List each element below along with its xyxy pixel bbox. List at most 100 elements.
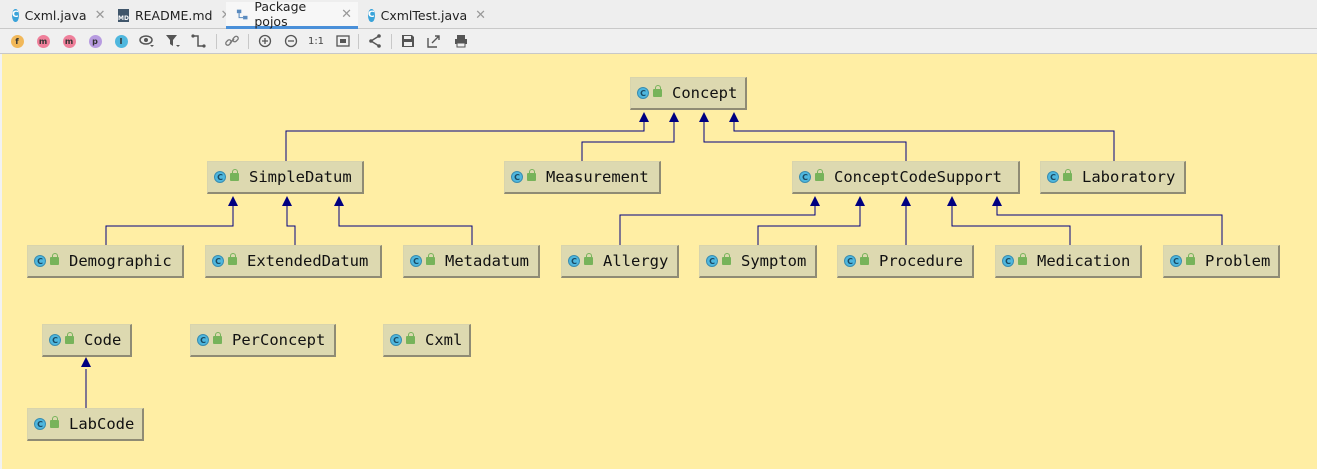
tab-label: README.md [134, 7, 213, 23]
toolbar-separator [358, 34, 359, 49]
public-visibility-icon [584, 253, 593, 265]
class-name: Cxml [425, 331, 463, 349]
class-node-measurement[interactable]: C Measurement [504, 161, 661, 194]
class-node-extendeddatum[interactable]: C ExtendedDatum [205, 245, 382, 278]
class-node-cxml[interactable]: C Cxml [383, 324, 471, 357]
export-button[interactable] [426, 33, 442, 49]
class-node-code[interactable]: C Code [42, 324, 132, 357]
class-name: Symptom [741, 252, 807, 270]
class-name: Medication [1037, 252, 1131, 270]
link-icon [225, 35, 239, 46]
public-visibility-icon [230, 169, 239, 181]
class-icon: C [214, 171, 226, 183]
inheritance-edges [81, 112, 1223, 408]
class-node-metadatum[interactable]: C Metadatum [403, 245, 540, 278]
class-icon: C [34, 418, 46, 430]
fit-content-icon [336, 35, 350, 47]
class-icon: C [212, 255, 224, 267]
class-node-labcode[interactable]: C LabCode [27, 408, 144, 441]
class-icon: C [568, 255, 580, 267]
class-name: Measurement [546, 168, 649, 186]
public-visibility-icon [653, 85, 662, 97]
class-node-perconcept[interactable]: C PerConcept [190, 324, 336, 357]
show-constructors-button[interactable]: m [35, 33, 51, 49]
class-name: ExtendedDatum [247, 252, 369, 270]
route-icon [191, 34, 206, 48]
class-name: Procedure [879, 252, 963, 270]
field-icon: f [10, 34, 24, 48]
zoom-out-icon [284, 34, 298, 48]
class-name: LabCode [69, 415, 135, 433]
layout-button[interactable] [367, 33, 383, 49]
diagram-icon [236, 9, 248, 19]
edge-routing-button[interactable] [191, 33, 207, 49]
class-name: Metadatum [445, 252, 529, 270]
public-visibility-icon [50, 253, 59, 265]
class-name: PerConcept [232, 331, 326, 349]
class-name: Laboratory [1082, 168, 1176, 186]
fit-content-button[interactable] [335, 33, 351, 49]
class-icon: C [368, 8, 375, 22]
public-visibility-icon [815, 169, 824, 181]
class-node-demographic[interactable]: C Demographic [27, 245, 184, 278]
close-icon[interactable]: ✕ [94, 7, 106, 23]
zoom-in-button[interactable] [257, 33, 273, 49]
class-icon: C [844, 255, 856, 267]
print-button[interactable] [453, 33, 469, 49]
tab-package-pojos[interactable]: Package pojos ✕ [226, 0, 358, 29]
class-name: Code [84, 331, 122, 349]
class-node-medication[interactable]: C Medication [995, 245, 1142, 278]
class-node-procedure[interactable]: C Procedure [837, 245, 974, 278]
tab-cxml-java[interactable]: C Cxml.java ✕ [2, 2, 108, 28]
class-icon: C [34, 255, 46, 267]
close-icon[interactable]: ✕ [220, 8, 231, 23]
show-inner-classes-button[interactable]: I [113, 33, 129, 49]
tab-cxmltest-java[interactable]: C CxmlTest.java ✕ [358, 2, 487, 28]
class-node-symptom[interactable]: C Symptom [699, 245, 817, 278]
diagram-canvas[interactable]: C Concept C SimpleDatum C Measurement C … [2, 54, 1317, 469]
class-icon: C [1047, 171, 1059, 183]
method-icon: m [62, 34, 76, 48]
close-icon[interactable]: ✕ [341, 6, 352, 22]
class-icon: C [49, 334, 61, 346]
visibility-button[interactable] [139, 33, 155, 49]
save-button[interactable] [400, 33, 416, 49]
public-visibility-icon [1063, 169, 1072, 181]
class-node-laboratory[interactable]: C Laboratory [1040, 161, 1186, 194]
class-name: SimpleDatum [249, 168, 352, 186]
class-node-concept[interactable]: C Concept [630, 77, 747, 110]
filter-icon [166, 35, 180, 47]
public-visibility-icon [213, 332, 222, 344]
public-visibility-icon [1186, 253, 1195, 265]
zoom-out-button[interactable] [283, 33, 299, 49]
public-visibility-icon [50, 416, 59, 428]
class-node-allergy[interactable]: C Allergy [561, 245, 679, 278]
tab-label: Package pojos [254, 0, 307, 29]
class-node-conceptcodesupport[interactable]: C ConceptCodeSupport [792, 161, 1020, 194]
link-button[interactable] [224, 33, 240, 49]
class-icon: C [1002, 255, 1014, 267]
class-icon: C [1170, 255, 1182, 267]
filter-button[interactable] [165, 33, 181, 49]
class-node-problem[interactable]: C Problem [1163, 245, 1280, 278]
show-fields-button[interactable]: f [9, 33, 25, 49]
tab-label: CxmlTest.java [380, 7, 468, 23]
class-name: Allergy [603, 252, 669, 270]
markdown-icon: MD [118, 8, 129, 22]
property-icon: p [88, 34, 102, 48]
tab-readme-md[interactable]: MD README.md ✕ [108, 2, 231, 28]
public-visibility-icon [228, 253, 237, 265]
constructor-icon: m [36, 34, 50, 48]
class-name: Demographic [69, 252, 172, 270]
show-methods-button[interactable]: m [61, 33, 77, 49]
actual-size-button[interactable]: 1:1 [308, 33, 324, 49]
close-icon[interactable]: ✕ [475, 7, 487, 23]
class-icon: C [410, 255, 422, 267]
class-node-simpledatum[interactable]: C SimpleDatum [207, 161, 364, 194]
class-name: ConceptCodeSupport [834, 168, 1002, 186]
zoom-in-icon [258, 34, 272, 48]
class-icon: C [511, 171, 523, 183]
show-properties-button[interactable]: p [87, 33, 103, 49]
public-visibility-icon [527, 169, 536, 181]
public-visibility-icon [722, 253, 731, 265]
